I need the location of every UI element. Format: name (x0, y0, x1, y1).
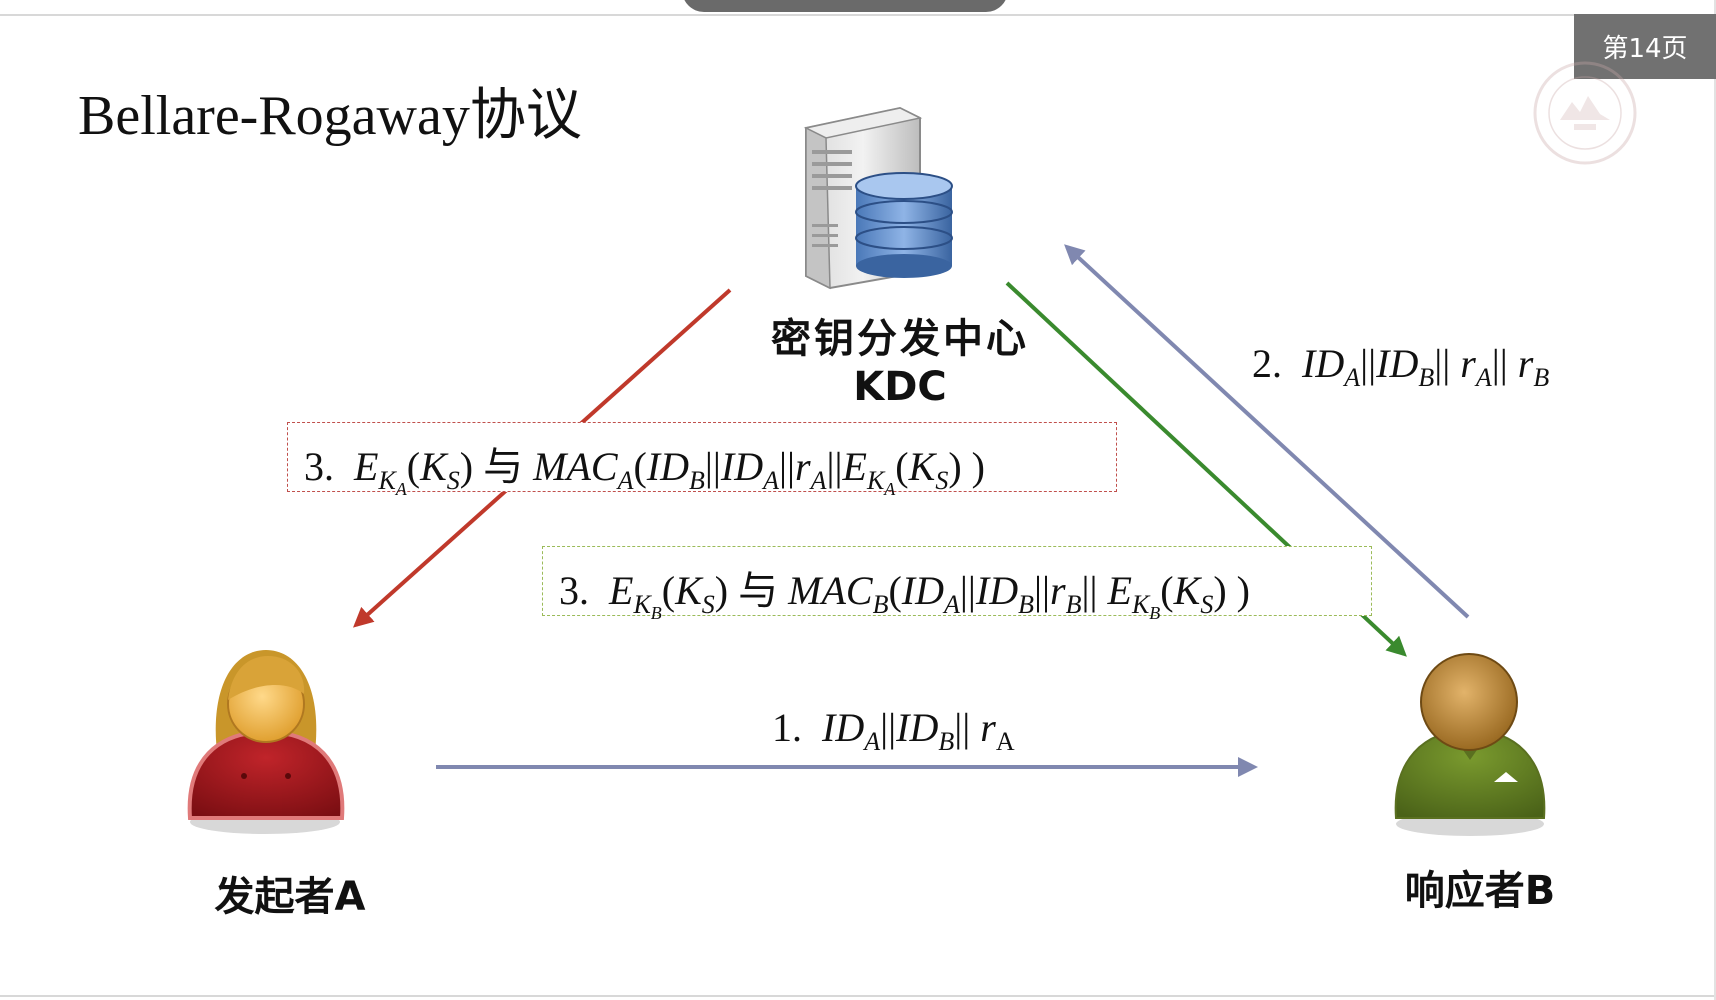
slide-title: Bellare-Rogaway协议 (78, 85, 582, 147)
kdc-abbr-label: KDC (853, 364, 947, 410)
person-male-green-icon (1394, 653, 1546, 836)
message-1-step: 1. (772, 705, 802, 750)
message-3-to-a-box (287, 422, 1117, 492)
message-3-to-b-step: 3. (559, 568, 589, 613)
responder-label: 响应者B (1404, 868, 1556, 914)
server-database-icon (803, 106, 953, 290)
initiator-label: 发起者A (214, 874, 366, 920)
message-3-to-a-step: 3. (304, 444, 334, 489)
message-2: 2. IDA||IDB|| rA|| rB (1252, 341, 1550, 392)
bottom-border (0, 995, 1716, 997)
message-3-to-b-box (542, 546, 1372, 616)
right-border (1714, 0, 1716, 1000)
message-1: 1. IDA||IDB|| rA (772, 705, 1015, 756)
window-notch (682, 0, 1008, 12)
person-female-red-icon (187, 650, 345, 834)
university-seal-icon (1530, 58, 1640, 172)
top-border (0, 14, 1716, 16)
message-3-to-a: 3. EKA(KS) 与 MACA(IDB||IDA||rA||EKA(KS) … (304, 444, 985, 499)
kdc-name-label: 密钥分发中心 (771, 316, 1029, 362)
message-3-to-b: 3. EKB(KS) 与 MACB(IDA||IDB||rB|| EKB(KS)… (559, 568, 1250, 623)
arrow-b-to-kdc (1064, 244, 1470, 619)
page-number-badge: 第14页 (1574, 14, 1716, 79)
message-2-step: 2. (1252, 341, 1282, 386)
